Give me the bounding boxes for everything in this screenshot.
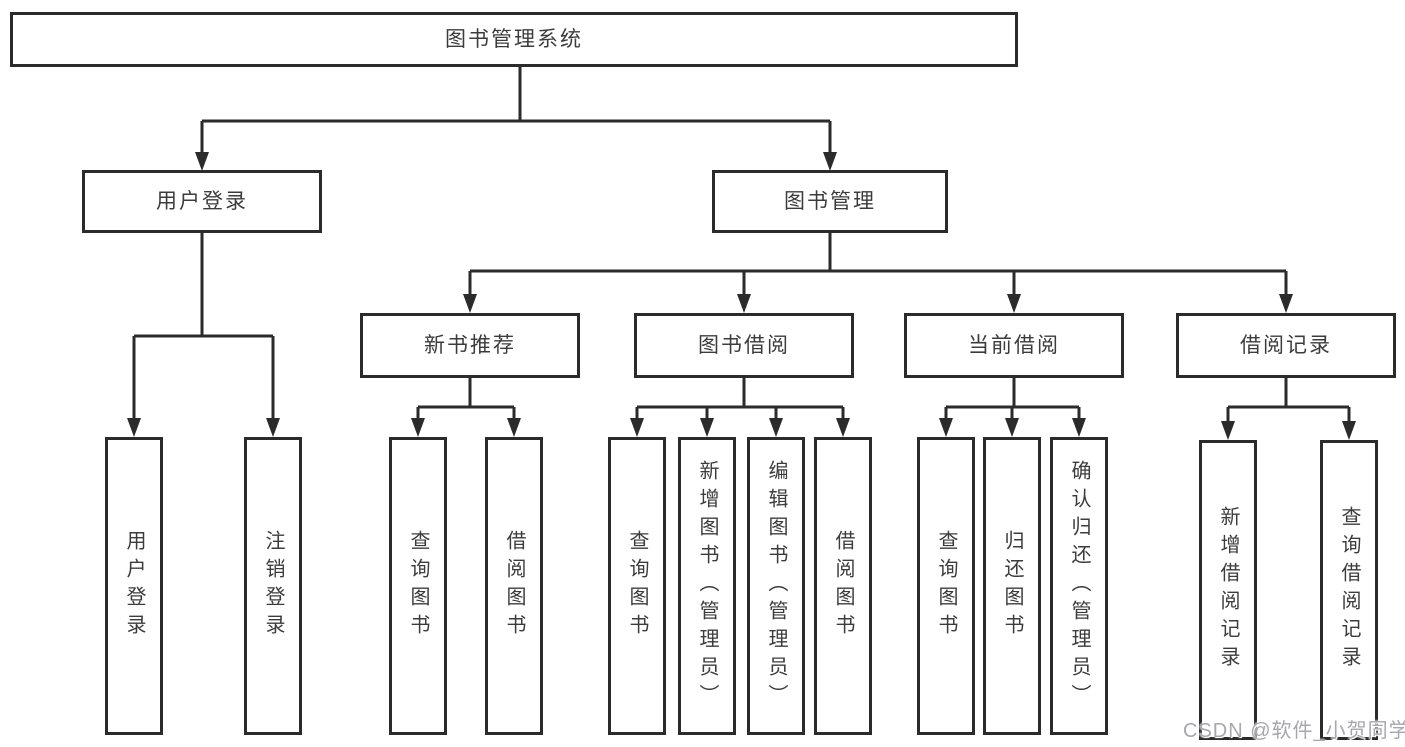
- node-current-borrowing: 当前借阅: [904, 313, 1124, 378]
- node-user-login: 用户登录: [82, 170, 322, 233]
- leaf-logout: 注销登录: [244, 437, 302, 735]
- node-library-management-system: 图书管理系统: [10, 12, 1018, 67]
- node-new-book-recommendation: 新书推荐: [360, 313, 580, 378]
- leaf-query-borrow-record: 查询借阅记录: [1320, 440, 1378, 740]
- node-book-management: 图书管理: [712, 170, 948, 233]
- leaf-return-books: 归还图书: [983, 437, 1041, 735]
- leaf-borrow-books-borrowing: 借阅图书: [814, 437, 872, 735]
- leaf-user-login: 用户登录: [105, 437, 163, 735]
- leaf-query-books-recommend: 查询图书: [389, 437, 447, 735]
- watermark: CSDN @软件_小贺同学: [1183, 720, 1405, 742]
- arrowheads: [127, 152, 1356, 440]
- leaf-confirm-return-admin: 确认归还（管理员）: [1050, 437, 1108, 735]
- leaf-borrow-books-recommend: 借阅图书: [485, 437, 543, 735]
- leaf-query-books-borrowing: 查询图书: [608, 437, 666, 735]
- node-book-borrowing: 图书借阅: [634, 313, 854, 378]
- leaf-add-borrow-record: 新增借阅记录: [1199, 440, 1257, 740]
- leaf-query-books-current: 查询图书: [917, 437, 975, 735]
- node-borrowing-records: 借阅记录: [1176, 313, 1396, 378]
- leaf-edit-books-admin: 编辑图书（管理员）: [747, 437, 805, 735]
- leaf-add-books-admin: 新增图书（管理员）: [678, 437, 736, 735]
